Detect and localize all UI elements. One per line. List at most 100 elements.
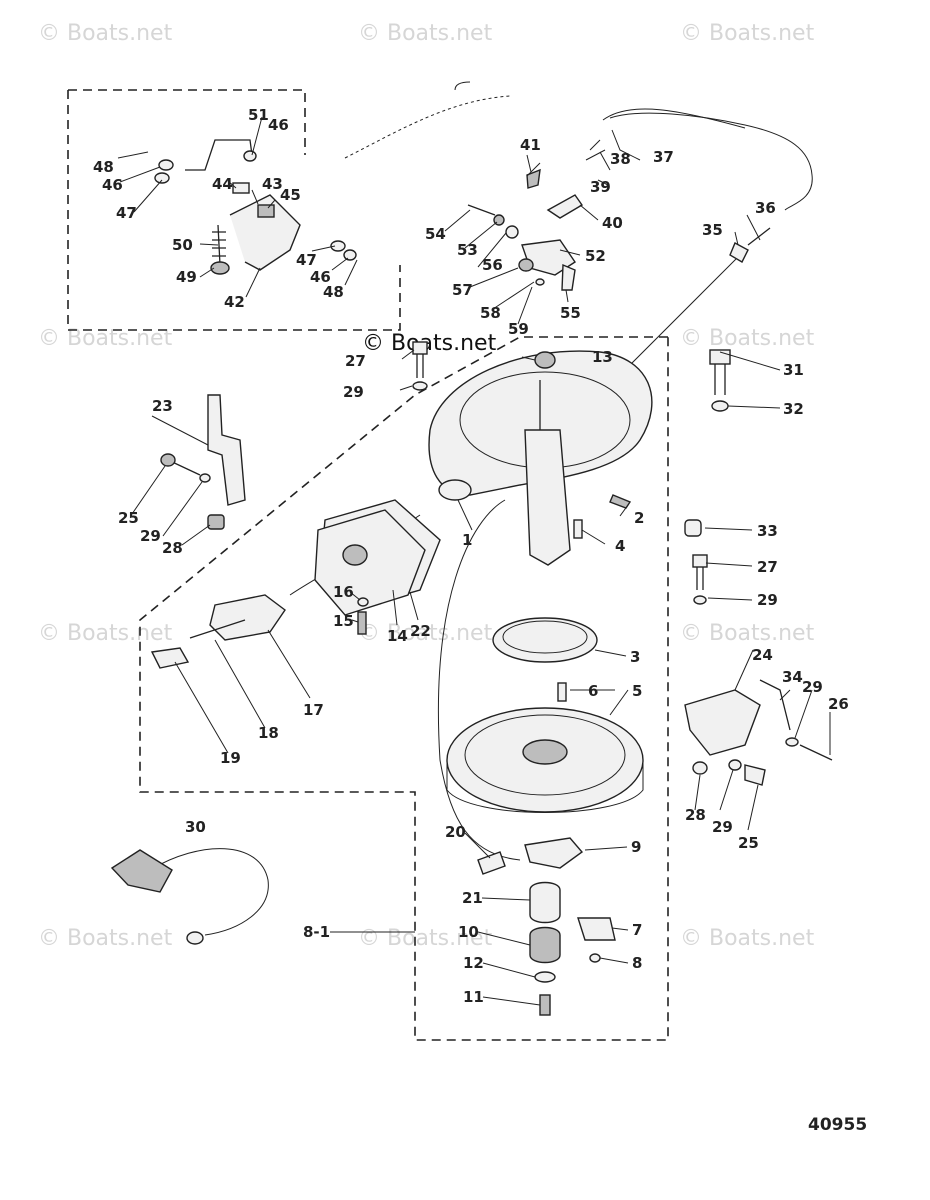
- lanyard-end: [186, 931, 204, 945]
- part-label: 36: [755, 199, 776, 217]
- washer-12: [534, 971, 556, 983]
- part-label: 25: [118, 509, 139, 527]
- link-rod-51: [185, 139, 253, 171]
- screw-26: [799, 744, 833, 761]
- grommet: [342, 544, 368, 566]
- part-label: 44: [212, 175, 233, 193]
- pulley-edge: [446, 760, 644, 813]
- screw-head-27: [692, 554, 708, 568]
- pawl-20: [477, 851, 506, 875]
- part-label: 46: [310, 268, 331, 286]
- throttle-cable: [344, 95, 511, 159]
- part-label: 12: [463, 954, 484, 972]
- clip-19: [150, 647, 190, 669]
- part-label: 34: [782, 668, 803, 686]
- starter-housing-1: [428, 350, 653, 566]
- part-label: 42: [224, 293, 245, 311]
- screw-shank-31: [714, 364, 726, 395]
- bushing-33: [684, 519, 702, 537]
- pin-18: [189, 619, 246, 639]
- pin-15: [357, 611, 367, 635]
- lockout-assembly: [150, 394, 441, 669]
- spring-8: [589, 953, 601, 963]
- bushing-44: [232, 182, 250, 194]
- lanyard-30: [110, 849, 204, 945]
- part-label: 6: [588, 682, 598, 700]
- part-label: 24: [752, 646, 773, 664]
- part-label: 45: [280, 186, 301, 204]
- housing-arm: [524, 429, 571, 566]
- washer-29-top: [412, 381, 428, 391]
- part-label: 39: [590, 178, 611, 196]
- figure-number: 40955: [808, 1115, 867, 1135]
- part-label: 51: [248, 106, 269, 124]
- part-label: 41: [520, 136, 541, 154]
- part-label: 22: [410, 622, 431, 640]
- part-label: 4: [615, 537, 625, 555]
- part-label: 29: [140, 527, 161, 545]
- part-label: 40: [602, 214, 623, 232]
- pulley-rim: [464, 714, 626, 796]
- part-label: 55: [560, 304, 581, 322]
- watermark: © Boats.net: [38, 926, 173, 951]
- part-label: 47: [296, 251, 317, 269]
- part-label: 30: [185, 818, 206, 836]
- bracket-23: [207, 394, 246, 506]
- shift-linkage-assembly: [467, 139, 771, 291]
- part-label: 57: [452, 281, 473, 299]
- upper-left-group-border: [68, 89, 306, 155]
- part-label: 27: [757, 558, 778, 576]
- washer-29-right: [693, 595, 707, 605]
- watermark: © Boats.net: [680, 326, 815, 351]
- part-label: 53: [457, 241, 478, 259]
- washer-46-right: [343, 249, 357, 261]
- bushing-28-right: [692, 761, 708, 775]
- hub-10: [529, 926, 561, 964]
- washer-46: [158, 159, 174, 171]
- part-label: 13: [592, 348, 613, 366]
- part-label: 21: [462, 889, 483, 907]
- part-label: 19: [220, 749, 241, 767]
- pin-38: [585, 139, 606, 161]
- lockout-lever-17: [209, 594, 286, 641]
- watermark: © Boats.net: [680, 21, 815, 46]
- retainer-21: [529, 881, 561, 924]
- watermark: © Boats.net: [38, 21, 173, 46]
- screw-25-right: [744, 764, 766, 786]
- nut-57: [518, 258, 534, 272]
- part-label: 9: [631, 838, 641, 856]
- part-label: 49: [176, 268, 197, 286]
- washer-46-top: [243, 150, 257, 162]
- part-label: 26: [828, 695, 849, 713]
- washer-47: [154, 172, 170, 184]
- rewind-spring-3: [492, 617, 598, 663]
- part-label: 35: [702, 221, 723, 239]
- part-label: 31: [783, 361, 804, 379]
- pin-6: [557, 682, 567, 702]
- right-side-parts: [412, 341, 833, 786]
- nut-13: [534, 351, 556, 369]
- part-label: 8: [632, 954, 642, 972]
- part-label: 59: [508, 320, 529, 338]
- part-label: 5: [632, 682, 642, 700]
- lever-34: [759, 679, 791, 731]
- screw-54: [467, 204, 496, 216]
- washer-47-right: [330, 240, 346, 252]
- watermark-center: © Boats.net: [362, 331, 497, 356]
- control-cable-2: [602, 108, 746, 129]
- starter-rope: [437, 499, 521, 861]
- clip-16: [357, 597, 369, 607]
- washer-29: [199, 473, 211, 483]
- screw-head-25: [160, 453, 176, 467]
- leader-lines: [117, 116, 831, 1006]
- part-label: 48: [93, 158, 114, 176]
- connector-35: [729, 242, 749, 263]
- part-label: 38: [610, 150, 631, 168]
- bushing-56: [505, 225, 519, 239]
- part-label: 18: [258, 724, 279, 742]
- control-cable: [609, 112, 813, 211]
- part-label: 29: [343, 383, 364, 401]
- pulley-assembly: [446, 617, 644, 813]
- part-label: 20: [445, 823, 466, 841]
- seal-22: [314, 509, 426, 616]
